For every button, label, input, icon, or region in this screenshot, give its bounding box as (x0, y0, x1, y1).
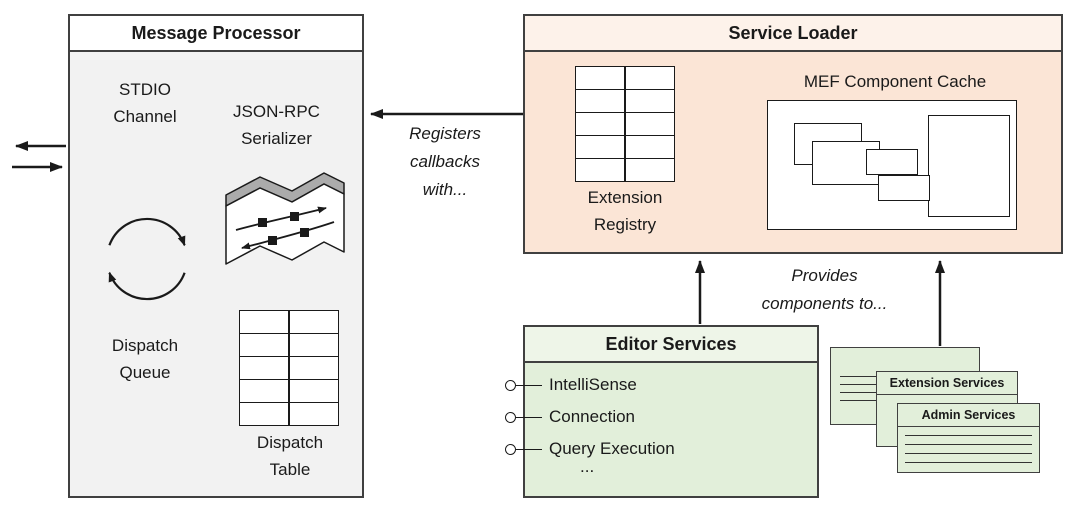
table-cell (289, 311, 338, 333)
table-cell (625, 159, 674, 181)
mef-component-rect (866, 149, 918, 175)
message-processor-box: Message Processor STDIO Channel JSON-RPC… (68, 14, 364, 498)
mef-component-cache-label: MEF Component Cache (803, 72, 987, 91)
interface-stem-line (516, 416, 542, 418)
editor-service-item: Query Execution (505, 437, 675, 461)
interface-lollipop-icon (505, 443, 516, 455)
card-text-line (905, 453, 1032, 454)
extension-registry-table-icon (575, 66, 675, 182)
card-text-line (905, 444, 1032, 445)
card-text-line (840, 400, 878, 401)
message-processor-title: Message Processor (70, 16, 362, 52)
editor-service-item: Connection (505, 405, 635, 429)
extension-services-title: Extension Services (876, 371, 1018, 395)
dispatch-queue-cycle-icon (108, 217, 186, 301)
card-text-line (905, 462, 1032, 463)
card-text-line (840, 392, 878, 393)
interface-lollipop-icon (505, 411, 516, 423)
table-cell (240, 334, 289, 356)
dispatch-table-label: Dispatch Table (256, 433, 324, 479)
editor-service-item: IntelliSense (505, 373, 637, 397)
extension-registry-label: Extension Registry (587, 188, 663, 234)
jsonrpc-serializer-label: JSON-RPC Serializer (233, 102, 320, 148)
card-text-line (840, 384, 878, 385)
mef-component-rect (878, 175, 930, 201)
table-cell (240, 311, 289, 333)
table-cell (576, 136, 625, 158)
stacked-services: Extension Services Admin Services (828, 345, 1044, 477)
table-cell (289, 380, 338, 402)
dispatch-table-icon (239, 310, 339, 426)
table-cell (625, 113, 674, 135)
editor-services-ellipsis: ... (580, 457, 595, 476)
table-cell (625, 90, 674, 112)
editor-service-label: IntelliSense (549, 375, 637, 394)
table-cell (289, 334, 338, 356)
interface-lollipop-icon (505, 379, 516, 391)
table-cell (289, 403, 338, 425)
table-cell (625, 136, 674, 158)
table-cell (625, 67, 674, 89)
mef-component-cache-box (767, 100, 1017, 230)
table-cell (576, 113, 625, 135)
provides-components-annotation: Provides components to... (761, 266, 888, 313)
table-cell (576, 90, 625, 112)
admin-services-title: Admin Services (897, 403, 1040, 427)
card-text-line (840, 376, 878, 377)
editor-services-box: Editor Services IntelliSense Connection … (505, 325, 819, 498)
registers-callbacks-annotation: Registers callbacks with... (409, 124, 481, 199)
interface-stem-line (516, 448, 542, 450)
card-text-line (905, 435, 1032, 436)
table-cell (240, 380, 289, 402)
editor-service-label: Query Execution (549, 439, 675, 458)
mef-component-rect (928, 115, 1010, 217)
dispatch-queue-label: Dispatch Queue (111, 336, 179, 382)
stdio-channel-label: STDIO Channel (113, 80, 177, 126)
interface-stem-line (516, 384, 542, 386)
table-cell (576, 67, 625, 89)
service-loader-box: Service Loader Extension Registry MEF Co… (523, 14, 1063, 254)
table-cell (576, 159, 625, 181)
serializer-ribbon-icon (225, 172, 345, 265)
table-cell (240, 403, 289, 425)
table-cell (240, 357, 289, 379)
table-cell (289, 357, 338, 379)
editor-service-label: Connection (549, 407, 636, 426)
editor-services-title: Editor Services (525, 327, 817, 363)
service-loader-title: Service Loader (525, 16, 1061, 52)
